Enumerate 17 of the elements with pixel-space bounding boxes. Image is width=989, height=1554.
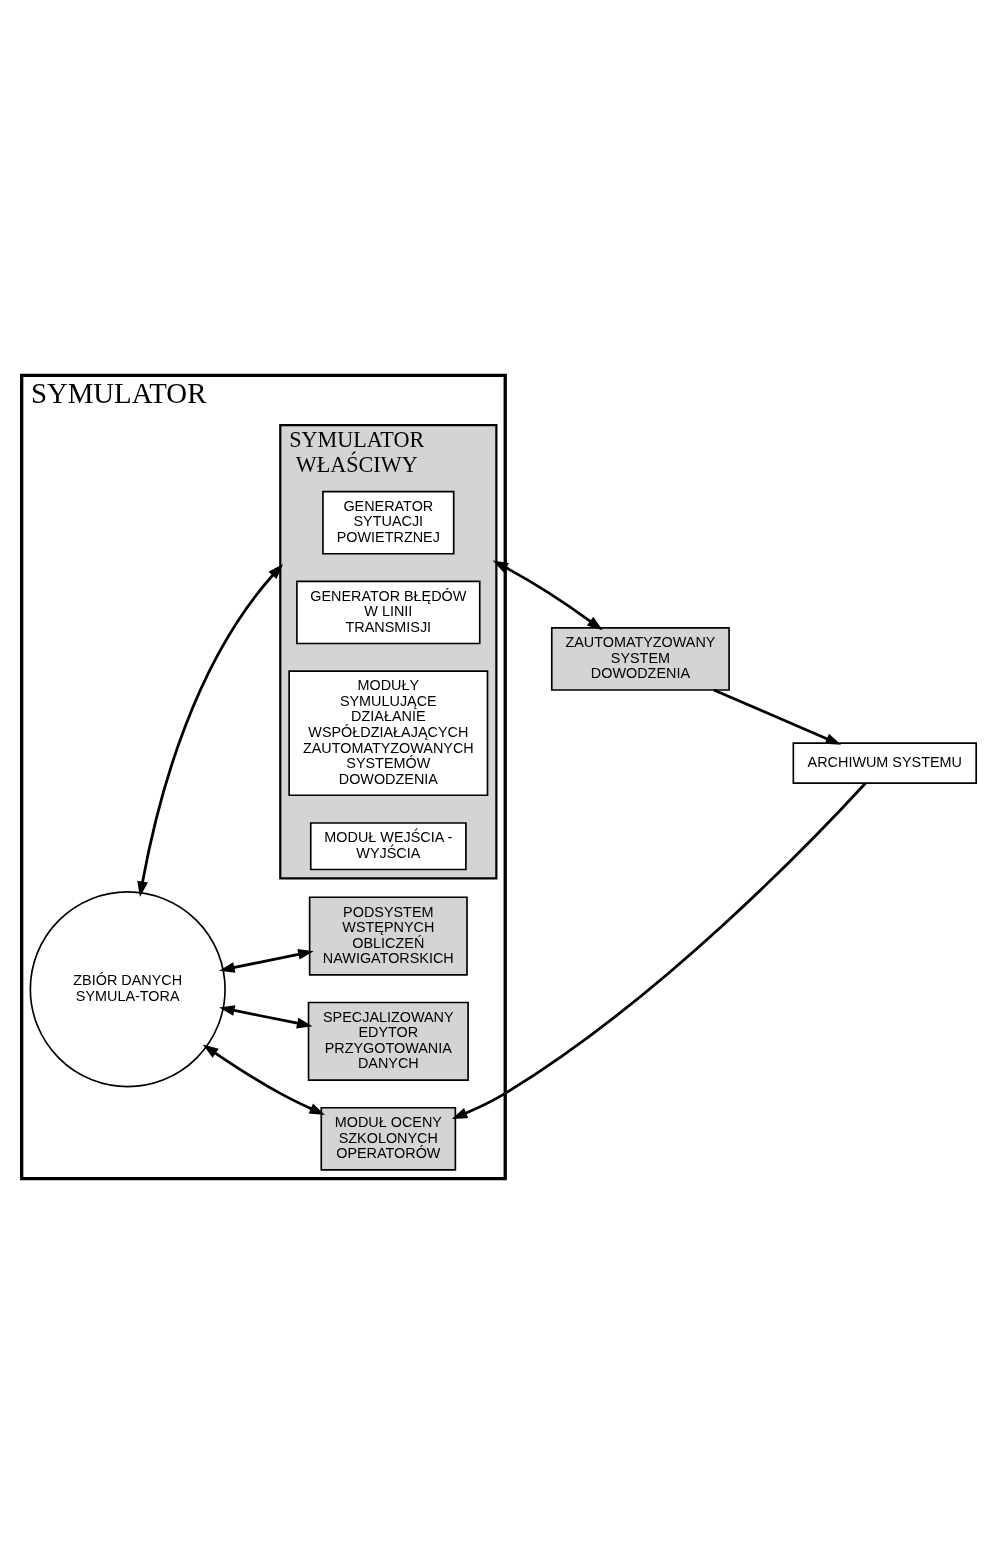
arrow — [137, 563, 284, 897]
node-box: PODSYSTEM WSTĘPNYCH OBLICZEŃ NAWIGATORSKICH — [308, 896, 468, 976]
node-box: GENERATOR SYTUACJI POWIETRZNEJ — [322, 490, 455, 555]
node-box: MODUŁ WEJŚCIA - WYJŚCIA — [309, 822, 467, 871]
node-box: ZAUTOMATYZOWANY SYSTEM DOWODZENIA — [550, 627, 730, 691]
arrow — [202, 1044, 325, 1115]
arrow — [713, 688, 842, 745]
arrow — [219, 948, 314, 973]
arrow — [219, 1005, 313, 1029]
node-box: MODUŁY SYMULUJĄCE DZIAŁANIE WSPÓŁDZIAŁAJĄCYCH ZAUTOMATYZOWANYCH SYSTEMÓW DOWODZENIA — [288, 670, 489, 797]
node-box: MODUŁ OCENY SZKOLONYCH OPERATORÓW — [320, 1106, 457, 1171]
node-circle: ZBIÓR DANYCH SYMULA-TORA — [29, 891, 226, 1088]
arrow — [492, 560, 603, 631]
arrow — [451, 782, 867, 1119]
node-box: GENERATOR BŁĘDÓW W LINII TRANSMISJI — [296, 580, 481, 645]
node-box: ARCHIWUM SYSTEMU — [792, 742, 978, 784]
node-box: SPECJALIZOWANY EDYTOR PRZYGOTOWANIA DANYCH — [307, 1001, 469, 1081]
